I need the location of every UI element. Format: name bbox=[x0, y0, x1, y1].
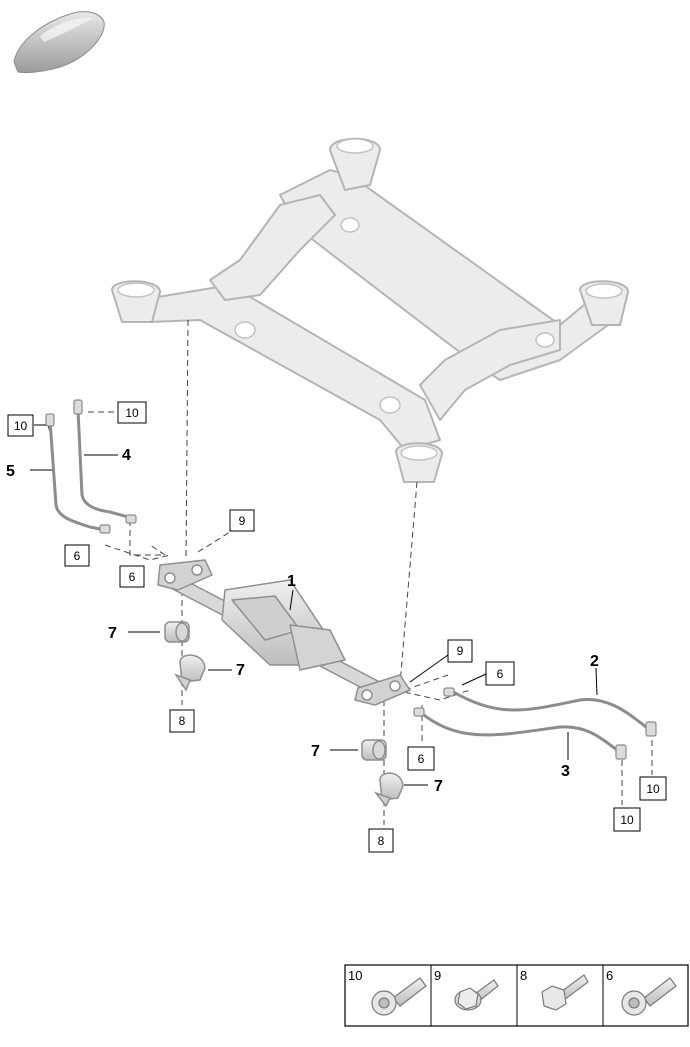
axle-subframe bbox=[111, 137, 629, 483]
svg-text:8: 8 bbox=[179, 714, 186, 728]
callout-numbers: 5 4 1 7 7 2 3 7 7 bbox=[6, 447, 599, 795]
legend-label-9: 9 bbox=[434, 968, 441, 983]
brake-line-4 bbox=[76, 409, 133, 520]
torx-bolt-icon bbox=[621, 977, 677, 1016]
svg-text:10: 10 bbox=[125, 406, 139, 420]
callout-box-10-a: 10 bbox=[7, 414, 34, 437]
callout-box-8-a: 8 bbox=[169, 709, 195, 733]
leader-lines bbox=[30, 424, 598, 786]
callout-box-6-c: 6 bbox=[485, 661, 515, 686]
callout-7-a: 7 bbox=[108, 625, 117, 642]
callout-5: 5 bbox=[6, 463, 15, 480]
bushing-lower-right bbox=[373, 772, 404, 808]
svg-text:6: 6 bbox=[129, 570, 136, 584]
torx-bolt-icon bbox=[371, 977, 427, 1016]
legend-label-6: 6 bbox=[606, 968, 613, 983]
svg-text:10: 10 bbox=[620, 813, 634, 827]
svg-text:6: 6 bbox=[497, 667, 504, 681]
callout-1: 1 bbox=[287, 573, 296, 590]
rear-axle-steering-actuator bbox=[157, 559, 411, 706]
hex-bolt-icon bbox=[541, 974, 589, 1011]
flange-bolt-icon bbox=[454, 979, 499, 1011]
svg-text:8: 8 bbox=[378, 834, 385, 848]
callout-7-c: 7 bbox=[311, 743, 320, 760]
callout-box-6-b: 6 bbox=[119, 565, 145, 588]
callout-box-8-b: 8 bbox=[368, 828, 394, 853]
svg-text:10: 10 bbox=[14, 419, 28, 433]
callout-box-9-a: 9 bbox=[229, 509, 255, 532]
svg-text:9: 9 bbox=[239, 514, 246, 528]
callout-7-b: 7 bbox=[236, 662, 245, 679]
mount-openings bbox=[117, 138, 623, 461]
fastener-legend: 10 9 8 6 bbox=[344, 964, 689, 1027]
callout-box-6-a: 6 bbox=[64, 544, 90, 567]
bushing-lower-left bbox=[174, 654, 206, 692]
svg-text:6: 6 bbox=[74, 549, 81, 563]
svg-text:9: 9 bbox=[457, 644, 464, 658]
callout-box-10-d: 10 bbox=[613, 807, 641, 832]
callout-box-9-b: 9 bbox=[447, 639, 473, 663]
legend-label-10: 10 bbox=[348, 968, 362, 983]
brake-line-3 bbox=[419, 710, 621, 754]
line-fittings bbox=[45, 399, 657, 760]
callout-2: 2 bbox=[590, 653, 599, 670]
callout-3: 3 bbox=[561, 763, 570, 780]
bushing-upper-right bbox=[361, 739, 387, 761]
brake-line-2 bbox=[449, 688, 651, 732]
callout-box-10-b: 10 bbox=[117, 401, 147, 424]
svg-text:6: 6 bbox=[418, 752, 425, 766]
brake-line-5 bbox=[48, 419, 106, 532]
bushing-upper-left bbox=[164, 621, 190, 643]
legend-label-8: 8 bbox=[520, 968, 527, 983]
svg-text:10: 10 bbox=[646, 782, 660, 796]
vehicle-thumbnail-icon bbox=[13, 11, 105, 73]
callout-7-d: 7 bbox=[434, 778, 443, 795]
callout-box-10-c: 10 bbox=[639, 776, 667, 801]
callout-box-6-d: 6 bbox=[407, 746, 435, 771]
alignment-lines bbox=[47, 319, 653, 825]
callout-4: 4 bbox=[122, 447, 131, 464]
